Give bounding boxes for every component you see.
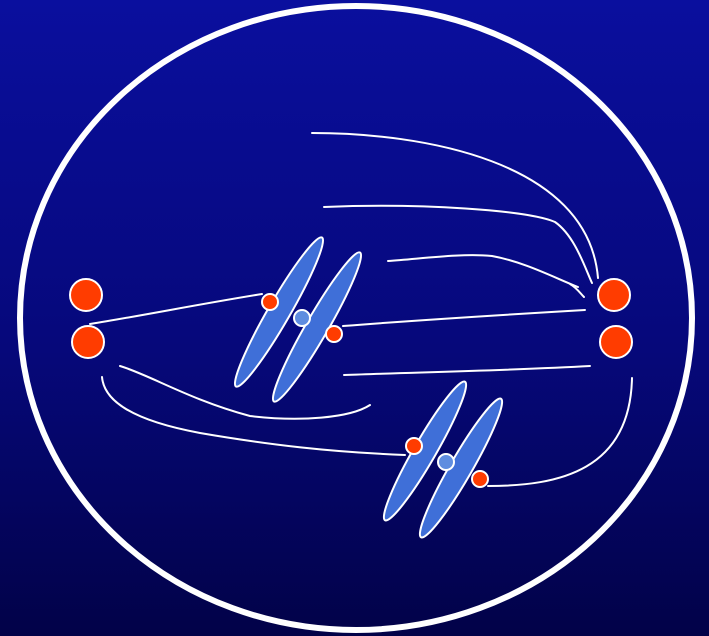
spindle-fiber <box>343 310 585 326</box>
centrosome <box>70 279 102 311</box>
centrosome <box>72 326 104 358</box>
chromosome <box>375 376 510 543</box>
spindle-fiber <box>324 206 592 283</box>
chromosome <box>226 232 369 407</box>
kinetochore <box>472 471 488 487</box>
centromere <box>294 310 310 326</box>
spindle-fiber <box>90 294 262 324</box>
centrosome <box>600 326 632 358</box>
spindle-fiber <box>388 255 578 287</box>
left-pole <box>70 279 104 358</box>
right-pole <box>598 279 632 358</box>
kinetochore <box>406 438 422 454</box>
kinetochore <box>262 294 278 310</box>
spindle-fiber <box>488 378 632 486</box>
kinetochore <box>326 326 342 342</box>
centrosome <box>598 279 630 311</box>
centromere <box>438 454 454 470</box>
spindle-fibers <box>90 133 632 486</box>
spindle-fiber <box>344 366 590 375</box>
